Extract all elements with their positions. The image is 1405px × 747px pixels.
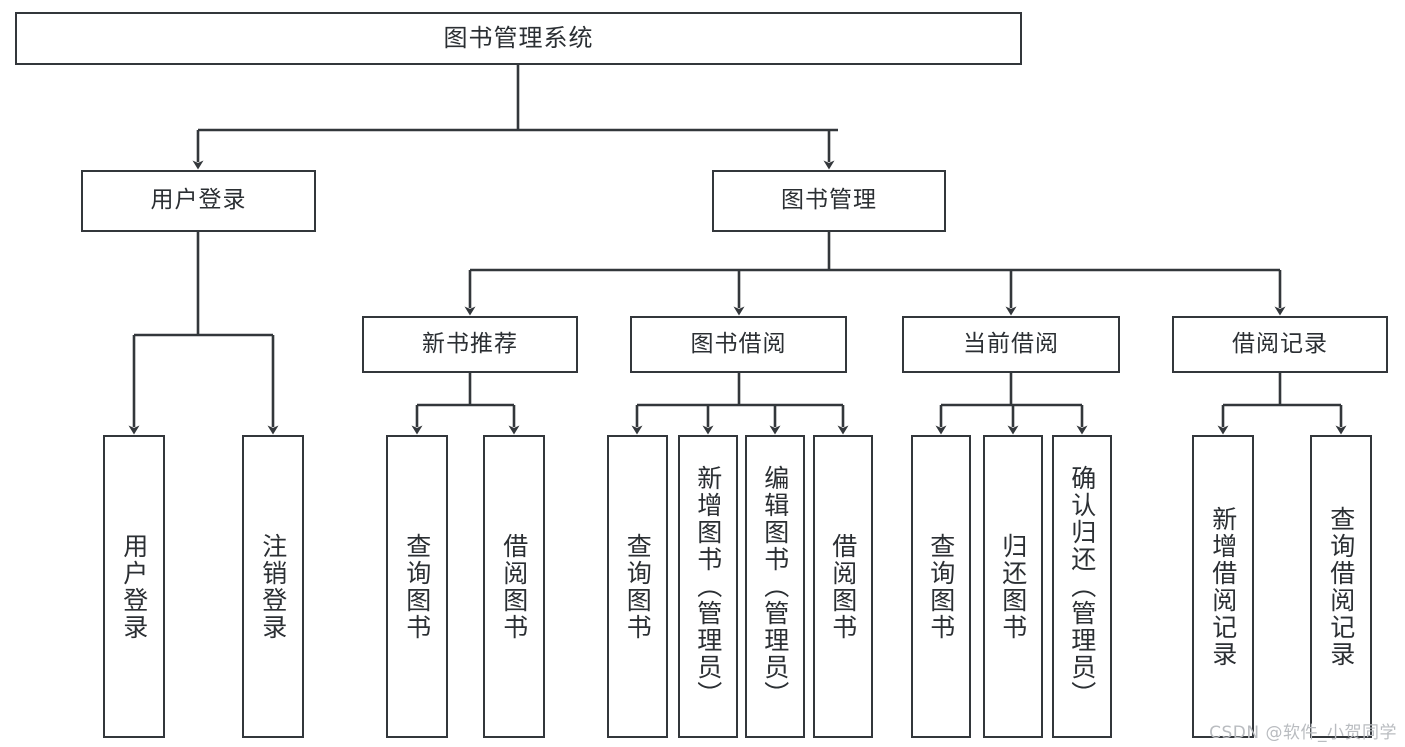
node-label: 用户登录 [119, 532, 149, 641]
node-book-manage[interactable]: 图书管理 [712, 170, 946, 232]
node-label: 新书推荐 [422, 330, 518, 357]
node-label: 归还图书 [998, 532, 1028, 641]
node-label: 图书管理 [781, 187, 877, 214]
node-user-login[interactable]: 用户登录 [81, 170, 316, 232]
leaf-borrow-borrow-book[interactable]: 借阅图书 [813, 435, 873, 738]
node-current-borrow[interactable]: 当前借阅 [902, 316, 1120, 373]
node-label: 借阅记录 [1232, 330, 1328, 357]
node-label: 当前借阅 [963, 330, 1059, 357]
node-label: 确认归还（管理员） [1067, 465, 1097, 708]
leaf-borrow-edit-book[interactable]: 编辑图书（管理员） [745, 435, 805, 738]
node-borrow-record[interactable]: 借阅记录 [1172, 316, 1388, 373]
node-label: 借阅图书 [828, 532, 858, 641]
leaf-record-query-record[interactable]: 查询借阅记录 [1310, 435, 1372, 738]
node-book-borrow[interactable]: 图书借阅 [630, 316, 847, 373]
leaf-rec-query-book[interactable]: 查询图书 [386, 435, 448, 738]
node-label: 查询图书 [926, 532, 956, 641]
node-label: 查询图书 [623, 532, 653, 641]
node-label: 查询借阅记录 [1326, 505, 1356, 668]
leaf-rec-borrow-book[interactable]: 借阅图书 [483, 435, 545, 738]
node-label: 图书管理系统 [443, 24, 594, 53]
node-label: 新增图书（管理员） [693, 465, 723, 708]
leaf-user-login[interactable]: 用户登录 [103, 435, 165, 738]
node-root-system[interactable]: 图书管理系统 [15, 12, 1022, 65]
csdn-watermark: CSDN @软件_小贺同学 [1209, 723, 1397, 743]
node-label: 借阅图书 [499, 532, 529, 641]
leaf-user-logout[interactable]: 注销登录 [242, 435, 304, 738]
leaf-current-return-book[interactable]: 归还图书 [983, 435, 1043, 738]
leaf-current-query-book[interactable]: 查询图书 [911, 435, 971, 738]
node-new-book-recommend[interactable]: 新书推荐 [362, 316, 578, 373]
leaf-current-confirm-return[interactable]: 确认归还（管理员） [1052, 435, 1112, 738]
node-label: 编辑图书（管理员） [760, 465, 790, 708]
node-label: 查询图书 [402, 532, 432, 641]
leaf-borrow-query-book[interactable]: 查询图书 [607, 435, 668, 738]
node-label: 用户登录 [150, 187, 247, 214]
node-label: 新增借阅记录 [1208, 505, 1238, 668]
node-label: 图书借阅 [690, 330, 787, 357]
leaf-record-add-record[interactable]: 新增借阅记录 [1192, 435, 1254, 738]
node-label: 注销登录 [258, 532, 288, 641]
leaf-borrow-add-book[interactable]: 新增图书（管理员） [678, 435, 738, 738]
